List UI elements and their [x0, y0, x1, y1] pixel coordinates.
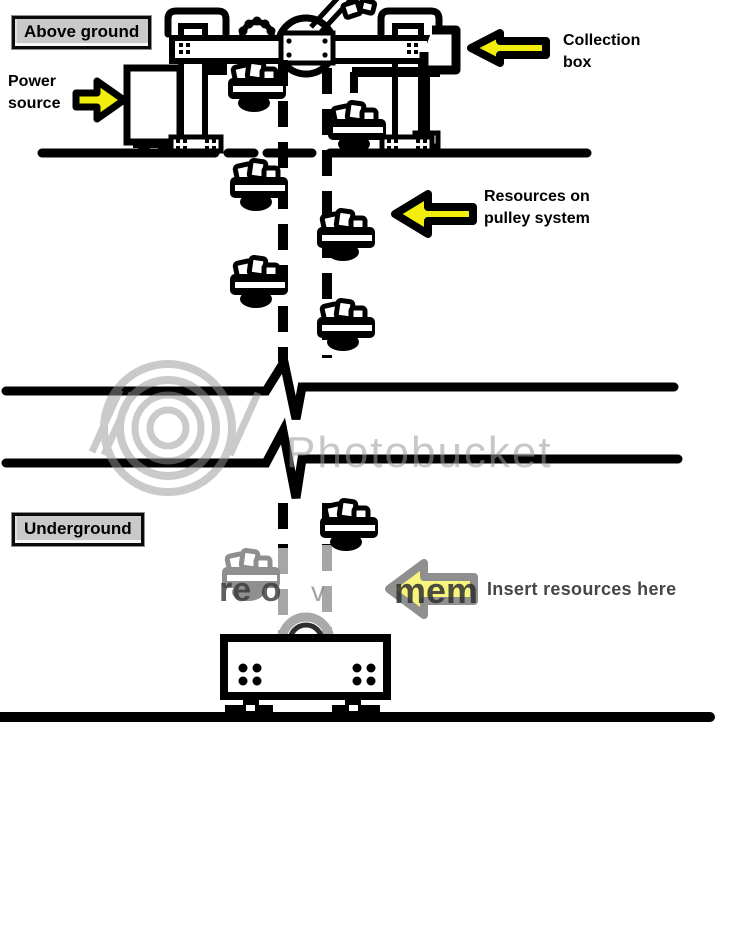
- hoist-rope: [309, 0, 354, 34]
- loading-machine: [220, 612, 391, 715]
- insert-resources-label: Insert resources here: [487, 579, 677, 599]
- underground-label: Underground: [11, 512, 145, 547]
- resource-cart: [328, 102, 386, 153]
- falling-resources: [340, 0, 378, 20]
- resource-cart: [320, 500, 378, 551]
- collection-box-arrow-icon: [467, 29, 550, 67]
- headframe-structure: [123, 0, 461, 154]
- watermark-aperture: [88, 360, 262, 496]
- resource-cart-faded: [222, 550, 280, 601]
- collection-box: [419, 25, 461, 75]
- machine-bolts: [238, 663, 376, 686]
- axle-plate: [278, 30, 336, 66]
- rope-bracket: [203, 64, 227, 75]
- collection-box-label: Collection box: [563, 32, 641, 71]
- above-ground-label: Above ground: [10, 15, 153, 50]
- resources-label: Resources on pulley system: [484, 188, 590, 227]
- resource-cart: [228, 61, 286, 112]
- power-source-box: [123, 64, 184, 154]
- resources-arrow-icon: [391, 190, 477, 238]
- resource-cart: [230, 257, 288, 308]
- resource-cart: [317, 300, 375, 351]
- power-source-label: Power source: [8, 73, 61, 112]
- insert-arrow-icon: [385, 559, 478, 619]
- machine-pulley-arch: [277, 612, 335, 642]
- machine-legs: [225, 694, 380, 715]
- power-source-arrow-icon: [72, 77, 128, 123]
